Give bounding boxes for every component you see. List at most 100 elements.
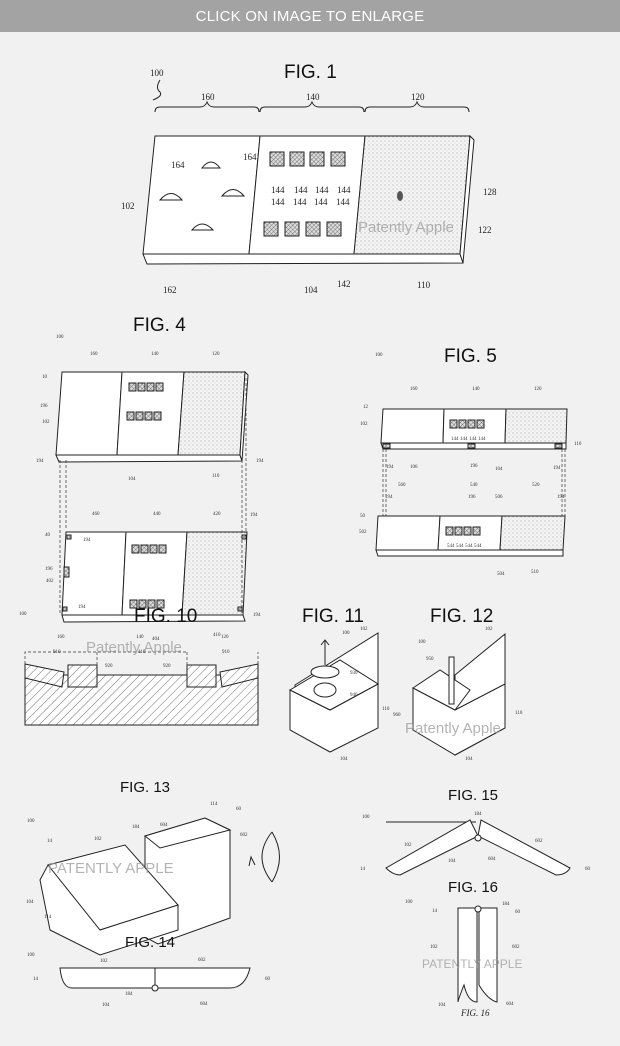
fig10-title: FIG. 10: [134, 606, 197, 627]
figure-10: FIG. 10 100 160 140 120 910 110 920 920 …: [19, 606, 259, 726]
watermark: Patently Apple: [86, 639, 182, 656]
ref-label: 160: [410, 387, 418, 392]
ref-label: 114: [44, 915, 52, 920]
ref-label: 100: [56, 335, 64, 340]
ref-label: 110: [382, 707, 390, 712]
ref-label: 184: [125, 992, 133, 997]
ref-label: 110: [138, 650, 146, 655]
ref-label: 100: [405, 900, 413, 905]
ref-label: 520: [532, 483, 540, 488]
ref-label: 140: [306, 92, 320, 102]
ref-label: 104: [304, 285, 318, 295]
ref-label: 104: [448, 859, 456, 864]
ref-label: 194: [250, 513, 258, 518]
ref-label: 104: [465, 757, 473, 762]
ref-label: 540: [470, 483, 478, 488]
ref-label: 440: [153, 512, 161, 517]
ref-label: 102: [404, 843, 412, 848]
ref-label: 110: [417, 280, 431, 290]
watermark: PATENTLY APPLE: [48, 860, 174, 877]
ref-label: 930: [350, 671, 358, 676]
ref-label: 544: [447, 544, 455, 549]
ref-label: 920: [163, 664, 171, 669]
ref-label: 544: [474, 544, 482, 549]
ref-label: 128: [483, 187, 497, 197]
ref-label: 102: [485, 627, 493, 632]
figure-14: FIG. 14 100 102 602 14 60 184 104 604: [27, 934, 271, 1008]
ref-label: 194: [83, 538, 91, 543]
figure-16: FIG. 16 100 14 184 60 102 602 104 604 PA…: [405, 879, 523, 1018]
ref-label: 140: [151, 352, 159, 357]
ref-label: 920: [105, 664, 113, 669]
fig13-title: FIG. 13: [120, 779, 170, 796]
ref-label: 910: [222, 650, 230, 655]
ref-label: 110: [212, 474, 220, 479]
ref-label: 102: [42, 420, 50, 425]
ref-label: 120: [221, 635, 229, 640]
ref-label: 144: [451, 437, 459, 442]
ref-label: 14: [360, 867, 366, 872]
ref-label: 100: [19, 612, 27, 617]
ref-label: 184: [132, 825, 140, 830]
ref-label: 544: [465, 544, 473, 549]
figure-4: FIG. 4 100 160 140 120 10 196 102 194 19…: [36, 315, 264, 642]
ref-label: 194: [557, 495, 565, 500]
ref-label: 120: [534, 387, 542, 392]
ref-label: 510: [531, 570, 539, 575]
ref-label: 460: [92, 512, 100, 517]
ref-label: 506: [495, 495, 503, 500]
fig14-title: FIG. 14: [125, 934, 175, 951]
ref-label: 144: [315, 185, 329, 195]
fig5-title: FIG. 5: [444, 346, 497, 367]
ref-label: 604: [160, 823, 168, 828]
ref-label: 160: [90, 352, 98, 357]
ref-label: 910: [53, 650, 61, 655]
ref-label: 50: [360, 514, 366, 519]
ref-label: 104: [438, 1003, 446, 1008]
fig15-title: FIG. 15: [448, 787, 498, 804]
ref-label: 604: [488, 857, 496, 862]
ref-label: 184: [502, 902, 510, 907]
ref-label: 144: [314, 197, 328, 207]
watermark: Patently Apple: [358, 219, 454, 236]
ref-label: 100: [150, 68, 164, 78]
ref-label: 14: [432, 909, 438, 914]
ref-label: 164: [171, 160, 185, 170]
ref-label: 144: [469, 437, 477, 442]
ref-label: 160: [57, 635, 65, 640]
ref-label: 144: [337, 185, 351, 195]
fig1-title: FIG. 1: [284, 62, 337, 83]
ref-label: 144: [336, 197, 350, 207]
ref-label: 184: [474, 812, 482, 817]
ref-label: 602: [512, 945, 520, 950]
watermark: Patently Apple: [405, 720, 501, 737]
ref-label: 144: [271, 185, 285, 195]
ref-label: 160: [201, 92, 215, 102]
ref-label: 104: [26, 900, 34, 905]
fig11-title: FIG. 11: [302, 606, 364, 627]
ref-label: 142: [337, 279, 351, 289]
ref-label: 14: [47, 839, 53, 844]
ref-label: 194: [253, 613, 261, 618]
ref-label: 194: [36, 459, 44, 464]
ref-label: 100: [362, 815, 370, 820]
ref-label: 102: [430, 945, 438, 950]
ref-label: 140: [136, 635, 144, 640]
ref-label: 196: [468, 495, 476, 500]
fig12-title: FIG. 12: [430, 606, 493, 627]
enlarge-banner[interactable]: CLICK ON IMAGE TO ENLARGE: [0, 0, 620, 32]
ref-label: 102: [94, 837, 102, 842]
ref-label: 544: [456, 544, 464, 549]
ref-label: 402: [46, 579, 54, 584]
ref-label: 410: [213, 633, 221, 638]
ref-label: 104: [495, 467, 503, 472]
figure-13: FIG. 13 100 114 60 604 602 14 102 184 10…: [26, 779, 280, 956]
figure-5: FIG. 5 100 160 140 120 12 102 144 144 14…: [359, 346, 582, 577]
ref-label: 194: [256, 459, 264, 464]
ref-label: 504: [497, 572, 505, 577]
fig16-title: FIG. 16: [448, 879, 498, 896]
ref-label: 40: [45, 533, 51, 538]
ref-label: 144: [271, 197, 285, 207]
figure-12: FIG. 12 100 102 950 960 110 104 Patently…: [393, 606, 523, 762]
